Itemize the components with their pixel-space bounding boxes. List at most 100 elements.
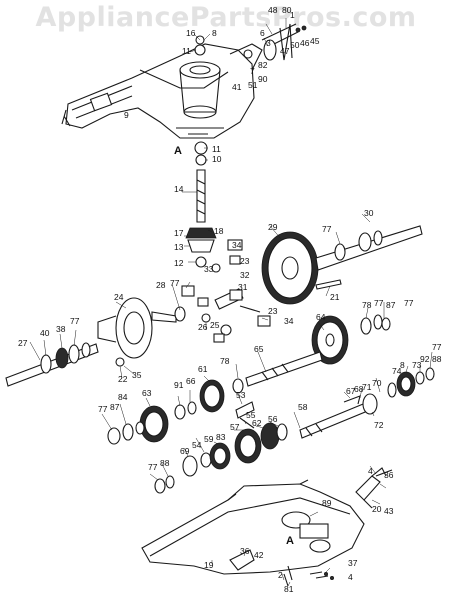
- callout-8: 8: [212, 28, 217, 38]
- callout-64: 64: [316, 312, 326, 322]
- callout-35: 35: [132, 370, 142, 380]
- callout-50: 50: [290, 40, 300, 50]
- callout-77: 77: [432, 342, 442, 352]
- callout-67: 67: [346, 386, 356, 396]
- callout-18: 18: [214, 226, 224, 236]
- callout-87: 87: [110, 402, 120, 412]
- callout-31: 31: [238, 282, 248, 292]
- callout-40: 40: [40, 328, 50, 338]
- callout-23: 23: [268, 306, 278, 316]
- callout-13: 13: [174, 242, 184, 252]
- callout-26: 26: [198, 322, 208, 332]
- callout-71: 71: [362, 382, 372, 392]
- callout-63: 63: [142, 388, 152, 398]
- callout-51: 51: [248, 80, 258, 90]
- callout-48: 48: [268, 5, 278, 15]
- callout-27: 27: [18, 338, 28, 348]
- side-cover: [97, 285, 271, 359]
- callout-A: A: [174, 145, 182, 157]
- callout-8: 8: [400, 360, 405, 370]
- leader-lines: [29, 18, 433, 587]
- callout-10: 10: [212, 154, 222, 164]
- callout-82: 82: [258, 60, 268, 70]
- callout-43: 43: [384, 506, 394, 516]
- callout-69: 69: [180, 446, 190, 456]
- callout-29: 29: [268, 222, 278, 232]
- callout-77: 77: [374, 298, 384, 308]
- lower-left-gears: [107, 405, 169, 445]
- callout-3: 3: [266, 38, 271, 48]
- callout-77: 77: [322, 224, 332, 234]
- callout-16: 16: [186, 28, 196, 38]
- callout-77: 77: [70, 316, 80, 326]
- callout-36: 36: [240, 546, 250, 556]
- upper-housing: [61, 23, 307, 139]
- lower-housing: [141, 479, 365, 587]
- callout-28: 28: [156, 280, 166, 290]
- callout-A: A: [286, 535, 294, 547]
- callout-24: 24: [114, 292, 124, 302]
- callout-19: 19: [204, 560, 214, 570]
- callout-56: 56: [268, 414, 278, 424]
- callout-62: 62: [252, 418, 262, 428]
- callout-57: 57: [230, 422, 240, 432]
- callout-7: 7: [250, 66, 255, 76]
- callout-22: 22: [118, 374, 128, 384]
- callout-2: 2: [278, 570, 283, 580]
- callout-61: 61: [198, 364, 208, 374]
- callout-4: 4: [348, 572, 353, 582]
- callout-46: 46: [300, 38, 310, 48]
- callout-38: 38: [56, 324, 66, 334]
- callout-34: 34: [232, 240, 242, 250]
- callout-55: 55: [246, 410, 256, 420]
- right-shaft-assembly: [299, 367, 435, 439]
- callout-73: 73: [412, 360, 422, 370]
- callout-4: 4: [368, 466, 373, 476]
- callout-9: 9: [124, 110, 129, 120]
- callout-58: 58: [298, 402, 308, 412]
- callout-89: 89: [322, 498, 332, 508]
- callout-77: 77: [98, 404, 108, 414]
- callout-91: 91: [174, 380, 184, 390]
- callout-87: 87: [386, 300, 396, 310]
- callout-77: 77: [404, 298, 414, 308]
- callout-36: 36: [384, 470, 394, 480]
- callout-77: 77: [170, 278, 180, 288]
- callout-42: 42: [254, 550, 264, 560]
- callout-88: 88: [432, 354, 442, 364]
- callout-70: 70: [372, 378, 382, 388]
- callout-33: 33: [204, 264, 214, 274]
- callout-77: 77: [148, 462, 158, 472]
- callout-66: 66: [186, 376, 196, 386]
- callout-47: 47: [280, 46, 290, 56]
- left-axle: [5, 342, 125, 387]
- callout-53: 53: [236, 390, 246, 400]
- callout-1: 1: [290, 10, 295, 20]
- callout-68: 68: [354, 384, 364, 394]
- callout-14: 14: [174, 184, 184, 194]
- vertical-shaft: [185, 141, 243, 273]
- callout-12: 12: [174, 258, 184, 268]
- callout-25: 25: [210, 320, 220, 330]
- callout-78: 78: [362, 300, 372, 310]
- callout-65: 65: [254, 344, 264, 354]
- callout-23: 23: [240, 256, 250, 266]
- callout-59: 59: [204, 434, 214, 444]
- callout-20: 20: [372, 504, 382, 514]
- callout-45: 45: [310, 36, 320, 46]
- center-gear-group: [232, 314, 391, 394]
- callout-78: 78: [220, 356, 230, 366]
- callout-92: 92: [420, 354, 430, 364]
- lower-mid-gears: [154, 422, 288, 494]
- callout-84: 84: [118, 392, 128, 402]
- callout-88: 88: [160, 458, 170, 468]
- ring-gear-assembly: [261, 225, 423, 305]
- callout-54: 54: [192, 440, 202, 450]
- callout-6: 6: [260, 28, 265, 38]
- callout-32: 32: [240, 270, 250, 280]
- callout-17: 17: [174, 228, 184, 238]
- callout-34: 34: [284, 316, 294, 326]
- callout-80: 80: [282, 5, 292, 15]
